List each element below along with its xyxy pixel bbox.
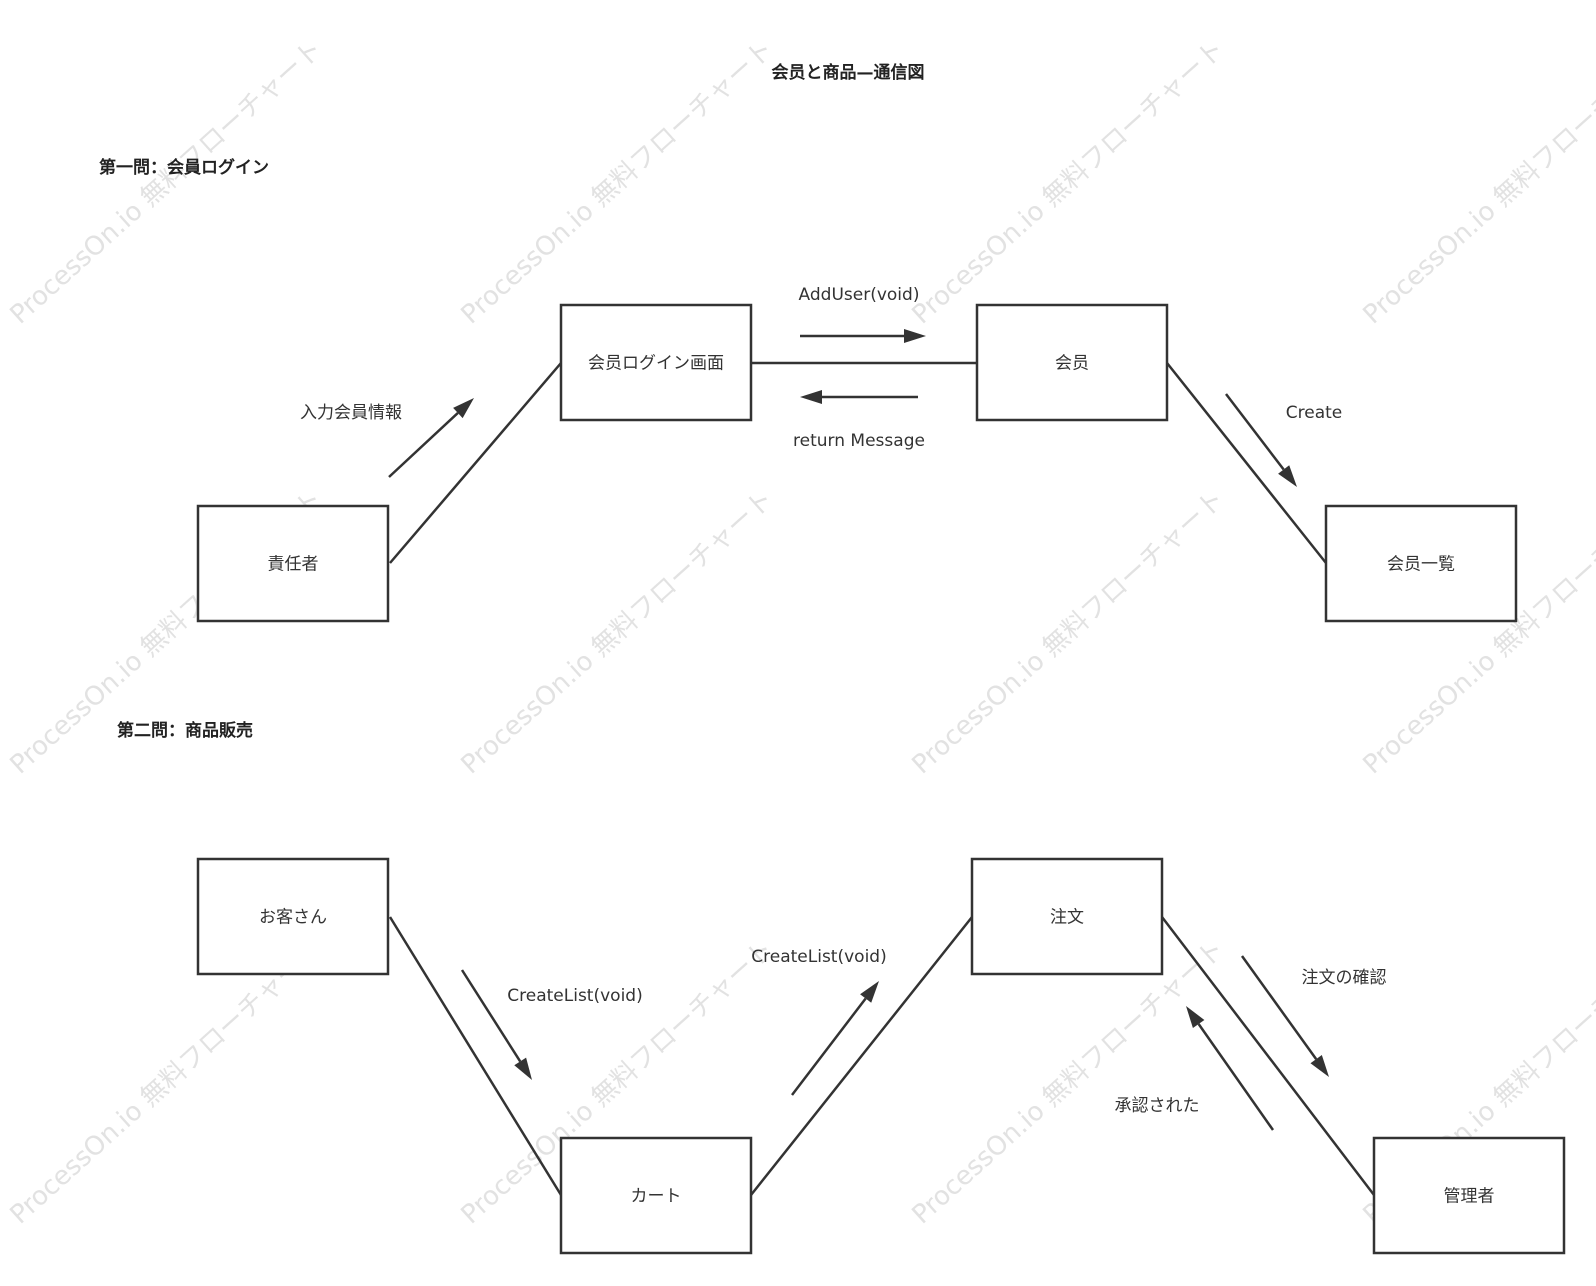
- message-label: 注文の確認: [1302, 968, 1387, 988]
- node-chumon[interactable]: 注文: [970, 857, 1164, 976]
- node-kaiin_list[interactable]: 会员一覧: [1324, 504, 1518, 623]
- link-chumon-kanrisha: [1161, 916, 1375, 1196]
- arrowhead-icon: [904, 329, 926, 343]
- message-label: 入力会員情報: [300, 403, 402, 423]
- arrowhead-icon: [1278, 465, 1297, 487]
- message-kaiin-to-login_screen: return Message: [793, 390, 925, 451]
- node-okyakusan[interactable]: お客さん: [196, 857, 390, 976]
- section-product-sales: 第二問：商品販売 CreateList(void)CreateList(void…: [117, 720, 1566, 1255]
- link-cart-chumon: [750, 916, 973, 1196]
- node-kaiin[interactable]: 会员: [975, 303, 1169, 422]
- node-cart[interactable]: カート: [559, 1136, 753, 1255]
- section-heading: 第二問：商品販売: [117, 720, 253, 741]
- node-box[interactable]: [975, 303, 1169, 422]
- message-label: CreateList(void): [751, 947, 886, 967]
- message-arrow-line: [1240, 955, 1318, 1060]
- message-label: AddUser(void): [799, 285, 920, 305]
- arrowhead-icon: [860, 981, 879, 1003]
- section-heading: 第一問：会員ログイン: [99, 157, 269, 178]
- link-sekininsha-login_screen: [389, 362, 562, 564]
- section-member-login: 第一問：会員ログイン 入力会員情報 AddUser(void) return Mes…: [99, 157, 1518, 623]
- node-box[interactable]: [1372, 1136, 1566, 1255]
- links: [389, 361, 1327, 564]
- arrowhead-icon: [1310, 1055, 1329, 1077]
- message-cart-to-chumon: CreateList(void): [751, 947, 887, 1096]
- node-label: 会员ログイン画面: [588, 354, 724, 374]
- message-chumon-to-kanrisha: 注文の確認: [1240, 955, 1387, 1077]
- message-arrow-line: [1197, 1023, 1275, 1131]
- message-sekininsha-to-login_screen: 入力会員情報: [300, 398, 474, 478]
- messages: CreateList(void) CreateList(void) 注文の確認承認さ…: [460, 947, 1387, 1131]
- arrowhead-icon: [453, 398, 474, 419]
- node-box[interactable]: [559, 303, 753, 422]
- node-kanrisha[interactable]: 管理者: [1372, 1136, 1566, 1255]
- arrowhead-icon: [800, 390, 822, 404]
- message-label: CreateList(void): [507, 986, 642, 1006]
- node-box[interactable]: [970, 857, 1164, 976]
- node-box[interactable]: [196, 504, 390, 623]
- node-login_screen[interactable]: 会员ログイン画面: [559, 303, 753, 422]
- messages: 入力会員情報 AddUser(void) return Message Create: [300, 285, 1342, 487]
- link-okyakusan-cart: [388, 916, 563, 1196]
- node-label: 注文: [1050, 908, 1084, 928]
- arrowhead-icon: [1186, 1006, 1205, 1029]
- node-box[interactable]: [1324, 504, 1518, 623]
- links: [388, 916, 1375, 1196]
- node-box[interactable]: [196, 857, 390, 976]
- diagram-title: 会员と商品—通信図: [772, 62, 925, 83]
- message-label: Create: [1286, 403, 1343, 423]
- node-sekininsha[interactable]: 責任者: [196, 504, 390, 623]
- node-label: 責任者: [268, 555, 319, 575]
- arrowhead-icon: [514, 1057, 532, 1080]
- message-kaiin-to-kaiin_list: Create: [1225, 393, 1343, 487]
- link-kaiin-kaiin_list: [1166, 362, 1327, 564]
- node-label: お客さん: [259, 908, 327, 928]
- message-login_screen-to-kaiin: AddUser(void): [799, 285, 926, 343]
- node-label: 管理者: [1444, 1187, 1495, 1207]
- node-box[interactable]: [559, 1136, 753, 1255]
- message-label: return Message: [793, 431, 925, 451]
- message-arrow-line: [460, 969, 522, 1063]
- node-label: 会员: [1055, 354, 1089, 374]
- message-arrow-line: [791, 997, 867, 1096]
- message-kanrisha-to-chumon: 承認された: [1115, 1006, 1275, 1131]
- message-okyakusan-to-cart: CreateList(void): [460, 969, 643, 1080]
- message-arrow-line: [1225, 393, 1285, 471]
- message-arrow-line: [388, 412, 459, 478]
- node-label: 会员一覧: [1387, 555, 1455, 575]
- node-label: カート: [631, 1187, 682, 1207]
- message-label: 承認された: [1115, 1096, 1200, 1116]
